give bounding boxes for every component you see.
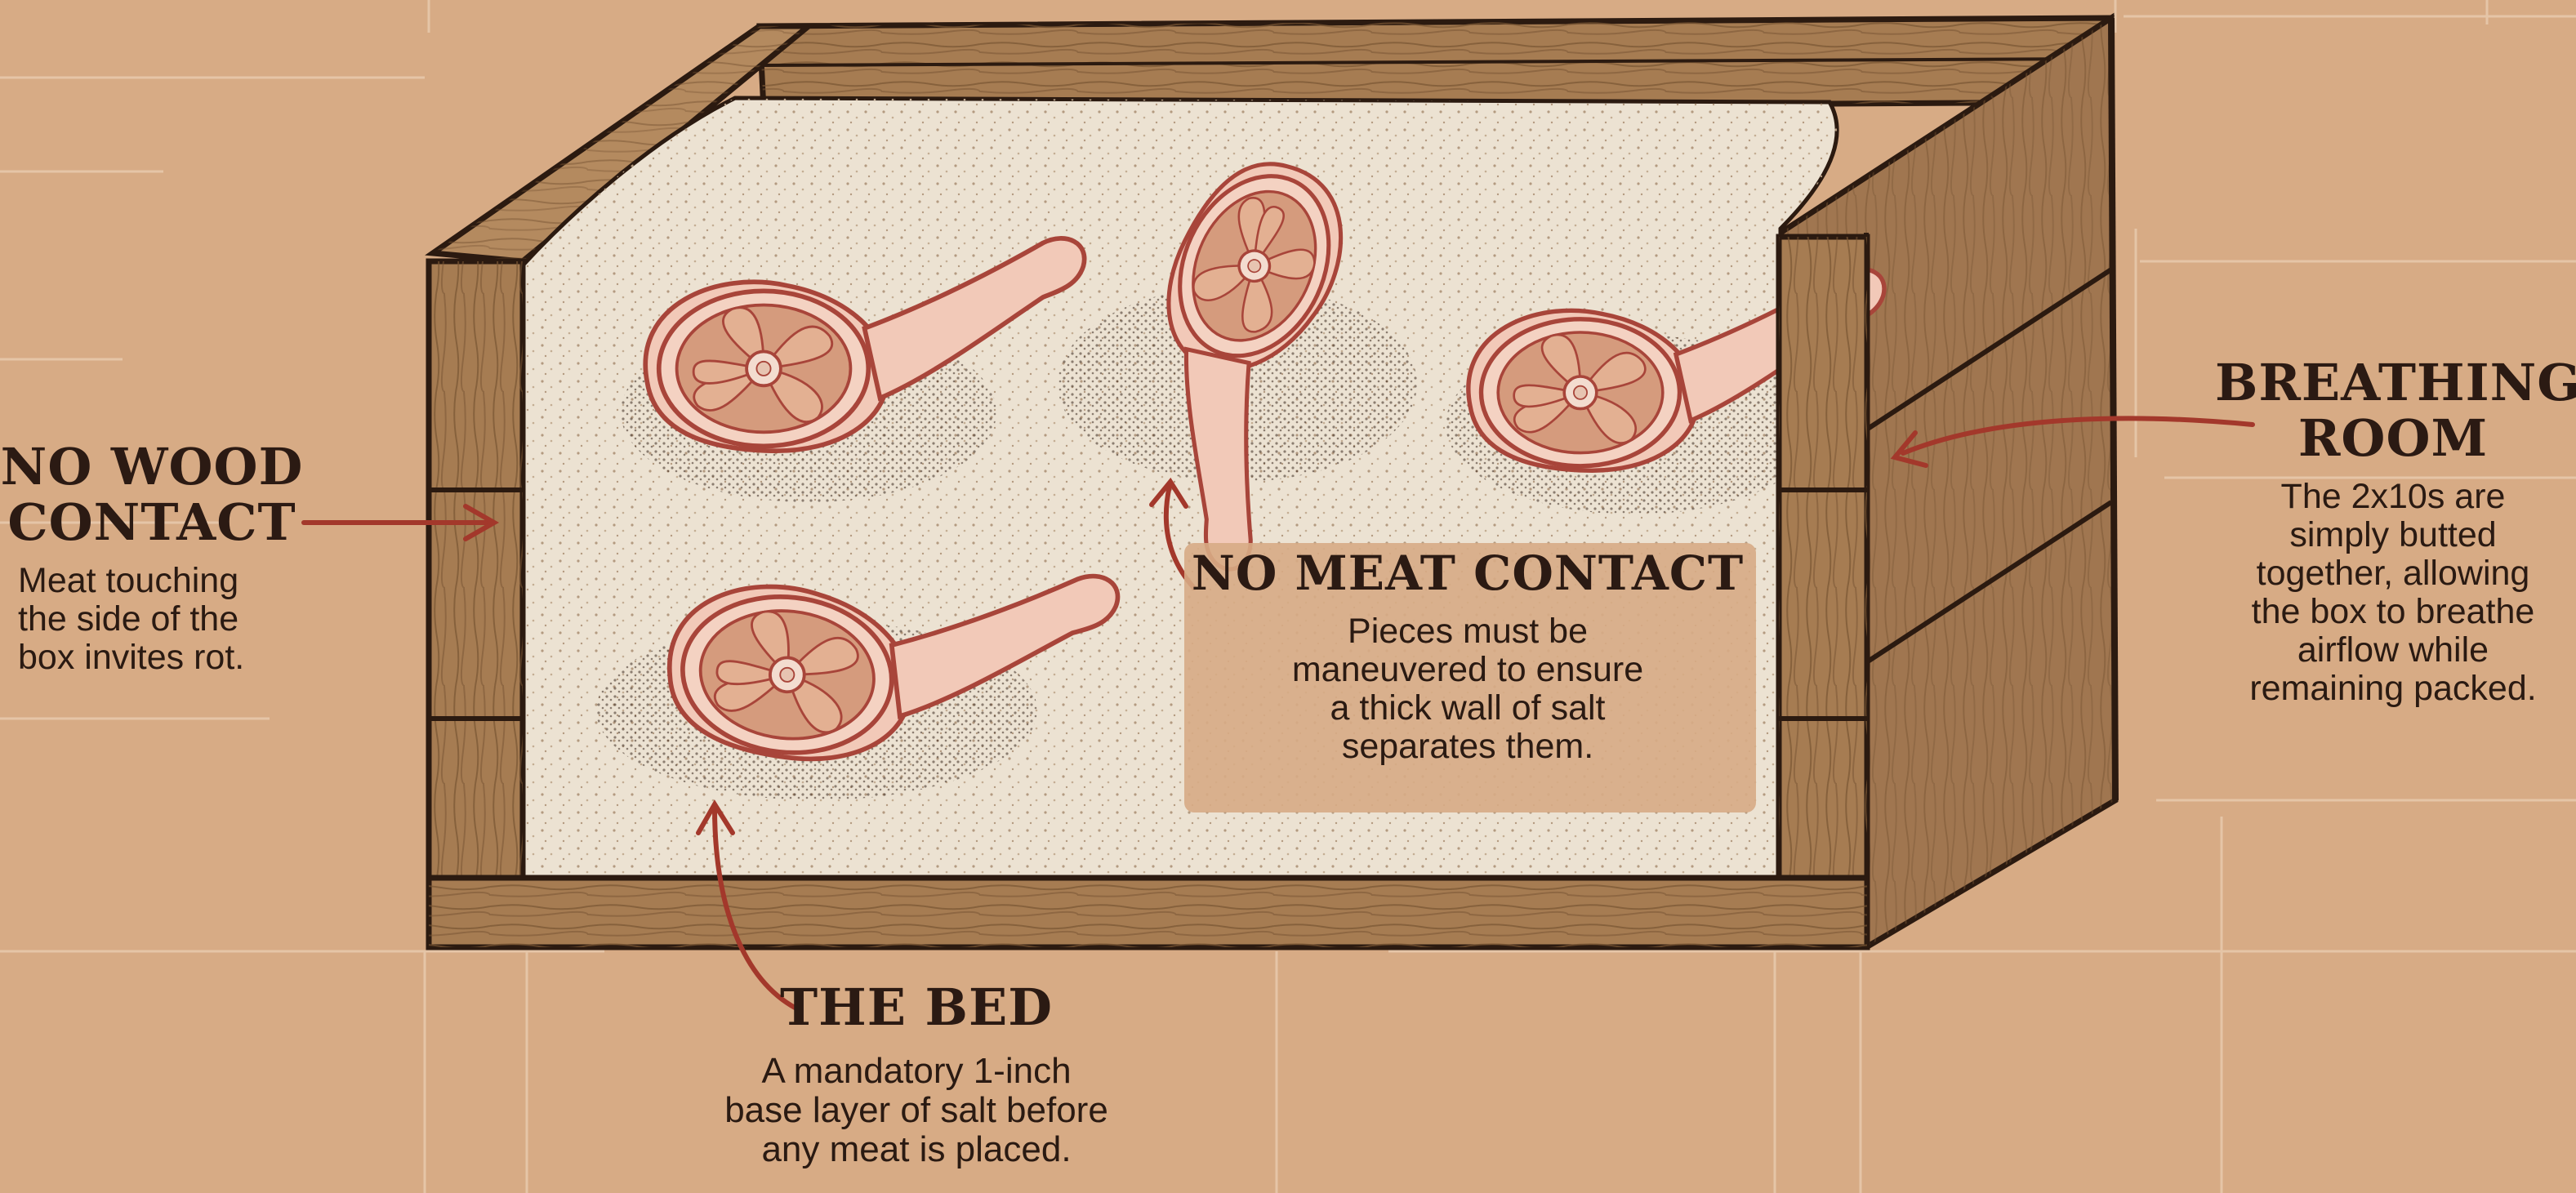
the-bed-title: THE BED (688, 980, 1145, 1035)
no-meat-contact-body: Pieces must be maneuvered to ensure a th… (1186, 612, 1749, 766)
the-bed-body: A mandatory 1-inch base layer of salt be… (688, 1052, 1145, 1169)
breathing-room-title: BREATHING ROOM (2215, 355, 2571, 466)
no-meat-contact-title: NO MEAT CONTACT (1186, 545, 1749, 601)
box-front-left-post (429, 261, 523, 947)
no-wood-contact-title: NO WOOD CONTACT (0, 439, 304, 550)
the-bed-callout: THE BED A mandatory 1-inch base layer of… (688, 980, 1145, 1169)
box-back-wall (760, 18, 2111, 110)
no-meat-contact-callout: NO MEAT CONTACT Pieces must be maneuvere… (1186, 545, 1749, 766)
breathing-room-body: The 2x10s are simply butted together, al… (2215, 478, 2571, 708)
breathing-room-callout: BREATHING ROOM The 2x10s are simply butt… (2215, 355, 2571, 708)
no-wood-contact-body: Meat touching the side of the box invite… (18, 562, 304, 677)
box-front-board (429, 878, 1867, 947)
box-front-right-post (1779, 237, 1867, 947)
no-wood-contact-callout: NO WOOD CONTACT Meat touching the side o… (0, 439, 304, 677)
